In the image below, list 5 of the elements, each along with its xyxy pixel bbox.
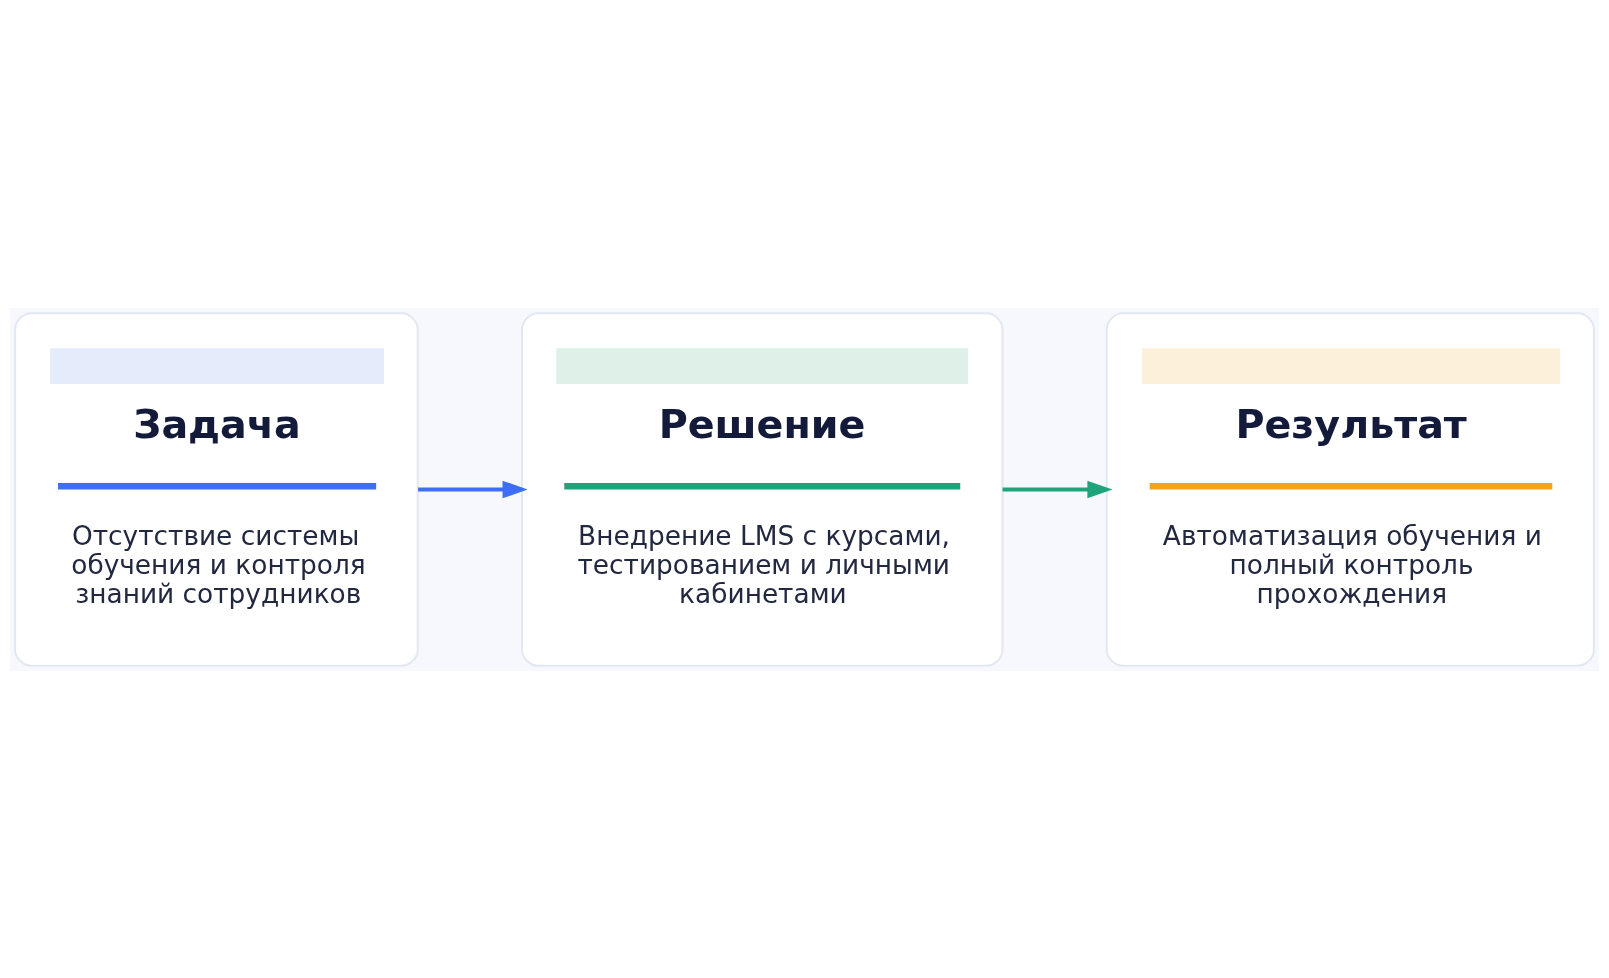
arrow <box>418 480 528 498</box>
arrow <box>1002 480 1113 498</box>
node-box: Результат Автоматизация обучения и полный контроль прохождения <box>1105 311 1595 667</box>
node-box: Задача Отсутствие системы обучения и контроля знаний сотрудников <box>14 311 419 667</box>
node-box: Решение Внедрение LMS с курсами, тестированием и личными кабинетами <box>521 311 1004 667</box>
